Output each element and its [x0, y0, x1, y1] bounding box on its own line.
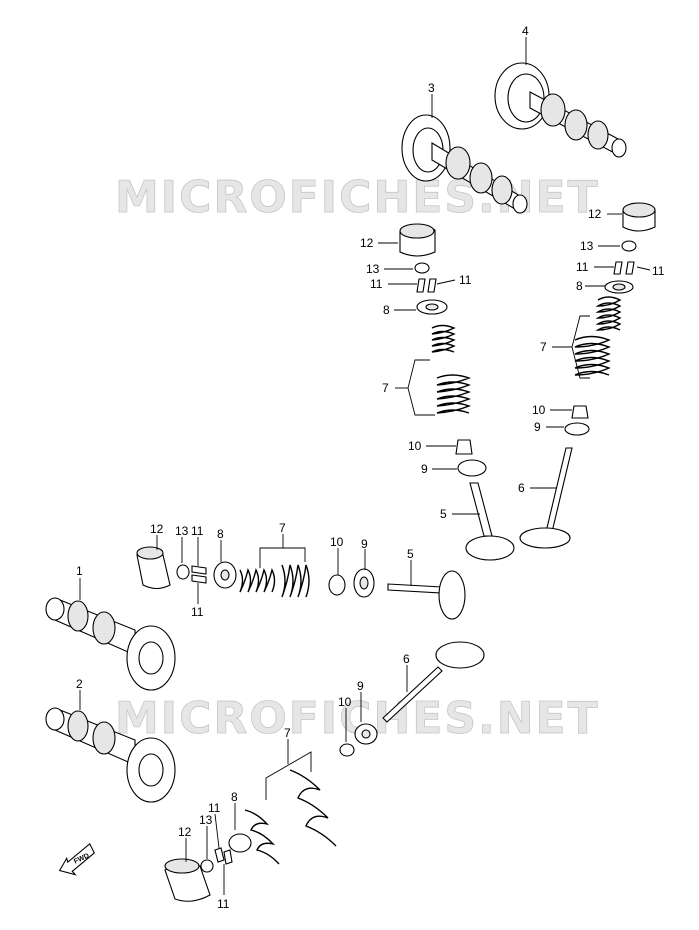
- callout-1: 1: [76, 564, 83, 578]
- callouts: 4 3 12 12 13 13 11 11 11 11 8 8 7 7 10 9…: [76, 24, 665, 911]
- callout-12-middle: 12: [360, 236, 374, 250]
- watermark-bottom: MICROFICHES.NET: [115, 693, 600, 744]
- camshaft-3: [401, 114, 528, 214]
- callout-6-lower: 6: [403, 652, 410, 666]
- callout-6-right: 6: [518, 481, 525, 495]
- callout-7-lower: 7: [284, 726, 291, 740]
- callout-3: 3: [428, 81, 435, 95]
- callout-10-lower: 10: [338, 695, 352, 709]
- camshaft-2: [45, 707, 176, 803]
- callout-11-right-b: 11: [652, 264, 665, 278]
- callout-13-right: 13: [580, 239, 594, 253]
- callout-9-middle: 9: [421, 462, 428, 476]
- callout-7-horizontal: 7: [279, 521, 286, 535]
- callout-11-right-a: 11: [576, 260, 589, 274]
- callout-11-middle-a: 11: [370, 277, 383, 291]
- callout-11-lower-a: 11: [208, 801, 221, 815]
- callout-9-horizontal: 9: [361, 537, 368, 551]
- callout-4: 4: [522, 24, 529, 38]
- valve-assembly-horizontal: [136, 546, 466, 620]
- valve-assembly-right: [519, 202, 656, 549]
- callout-5-middle: 5: [440, 507, 447, 521]
- valve-assembly-lower: [164, 641, 485, 902]
- watermark-top: MICROFICHES.NET: [115, 172, 600, 223]
- callout-11-horizontal-a: 11: [191, 524, 204, 538]
- callout-10-horizontal: 10: [330, 535, 344, 549]
- callout-12-horizontal: 12: [150, 522, 164, 536]
- callout-8-horizontal: 8: [217, 527, 224, 541]
- callout-12-right: 12: [588, 207, 602, 221]
- callout-9-right: 9: [534, 420, 541, 434]
- callout-7-right: 7: [540, 340, 547, 354]
- callout-10-right: 10: [532, 403, 546, 417]
- callout-8-lower: 8: [231, 790, 238, 804]
- callout-5-horizontal: 5: [407, 547, 414, 561]
- callout-12-lower: 12: [178, 825, 192, 839]
- callout-8-right: 8: [576, 279, 583, 293]
- callout-13-lower: 13: [199, 813, 213, 827]
- callout-11-horizontal-b: 11: [191, 605, 204, 619]
- fwd-arrow: FWD: [58, 842, 95, 876]
- leader-lines: [79, 37, 651, 895]
- camshaft-4: [494, 62, 627, 158]
- callout-7-middle: 7: [382, 381, 389, 395]
- callout-8-middle: 8: [383, 303, 390, 317]
- valve-assembly-middle: [399, 223, 515, 561]
- callout-2: 2: [76, 677, 83, 691]
- callout-13-middle: 13: [366, 262, 380, 276]
- callout-13-horizontal: 13: [175, 524, 189, 538]
- callout-11-lower-b: 11: [217, 897, 230, 911]
- callout-11-middle-b: 11: [459, 273, 472, 287]
- callout-10-middle: 10: [408, 439, 422, 453]
- callout-9-lower: 9: [357, 679, 364, 693]
- camshaft-1: [45, 597, 176, 691]
